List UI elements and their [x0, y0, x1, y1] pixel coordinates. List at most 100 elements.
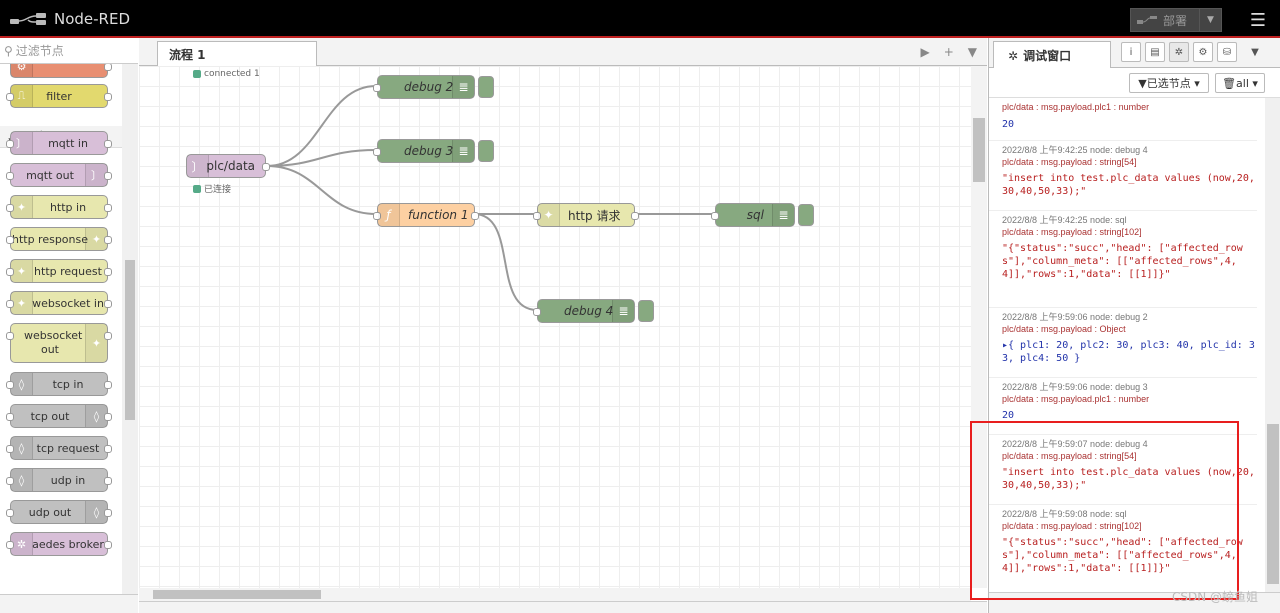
node-label: sql	[746, 208, 764, 222]
input-port	[6, 300, 14, 308]
input-port	[6, 204, 14, 212]
palette-node-udp-in[interactable]: ◊udp in	[6, 468, 112, 492]
workspace-tabs: 流程 1 ▶ + ▼	[139, 38, 987, 67]
search-icon: ⚲	[4, 43, 13, 58]
gear-icon[interactable]: ⚙	[1193, 42, 1213, 62]
input-port[interactable]	[533, 212, 541, 220]
flow-node-plc-data[interactable]: 〕 plc/data	[186, 154, 270, 178]
filter-nodes-button[interactable]: ▼已选节点 ▾	[1129, 73, 1209, 93]
filter-icon: ▼	[1138, 76, 1147, 90]
status-dot	[193, 70, 201, 78]
palette-node-mqtt-out[interactable]: 〕mqtt out	[6, 163, 112, 187]
palette-search-input[interactable]: ⚲ 过滤节点	[0, 38, 138, 64]
palette-node-label: mqtt out	[26, 168, 74, 182]
palette-node-aedes-broker[interactable]: ✲aedes broker	[6, 532, 112, 556]
debug-toggle-button[interactable]	[638, 300, 654, 322]
palette-node-http-request[interactable]: ✦http request	[6, 259, 112, 283]
bug-icon[interactable]: ✲	[1169, 42, 1189, 62]
chevron-down-icon[interactable]: ▼	[1199, 9, 1221, 31]
flow-node-http-request[interactable]: ✦ http 请求	[533, 203, 639, 227]
message-value[interactable]: 20	[1002, 118, 1015, 130]
canvas-horizontal-scrollbar[interactable]	[139, 588, 971, 601]
filter-node-icon: ⎍	[11, 85, 33, 107]
node-icon: ◊	[11, 469, 33, 491]
debug-filter-bar: ▼已选节点 ▾ 🗑all ▾	[989, 68, 1280, 98]
scrollbar-thumb[interactable]	[125, 260, 135, 420]
message-topic: plc/data : msg.payload.plc1 : number	[1002, 393, 1150, 404]
flow-node-function-1[interactable]: ƒ function 1	[373, 203, 479, 227]
chevron-down-icon[interactable]: ▼	[1251, 46, 1259, 58]
message-value[interactable]: "insert into test.plc_data values (now,2…	[1002, 467, 1255, 492]
palette-node-tcp-out[interactable]: ◊tcp out	[6, 404, 112, 428]
logo: Node-RED	[10, 9, 130, 29]
message-value[interactable]: "insert into test.plc_data values (now,2…	[1002, 173, 1255, 198]
input-port[interactable]	[711, 212, 719, 220]
palette-node-filter[interactable]: ⎍filter	[6, 84, 112, 108]
deploy-button[interactable]: 部署 ▼	[1130, 8, 1222, 32]
output-port[interactable]	[471, 212, 479, 220]
tab-menu-chevron-icon[interactable]: ▼	[967, 45, 977, 59]
flow-node-sql[interactable]: sql ≣	[711, 203, 814, 227]
debug-toggle-button[interactable]	[478, 140, 494, 162]
input-port[interactable]	[373, 212, 381, 220]
output-port[interactable]	[631, 212, 639, 220]
tab-flow-1[interactable]: 流程 1	[157, 41, 317, 67]
palette-node-tcp-request[interactable]: ◊tcp request	[6, 436, 112, 460]
flow-node-debug-4[interactable]: debug 4 ≣	[533, 299, 654, 323]
clear-messages-button[interactable]: 🗑all ▾	[1215, 73, 1265, 93]
debug-toggle-button[interactable]	[478, 76, 494, 98]
tab-debug[interactable]: ✲调试窗口	[993, 41, 1111, 69]
palette-node-http-in[interactable]: ✦http in	[6, 195, 112, 219]
sidebar-tabs: ✲调试窗口 i ▤ ✲ ⚙ ⛁ ▼	[989, 38, 1280, 69]
message-topic: plc/data : msg.payload : string[102]	[1002, 520, 1142, 531]
database-icon[interactable]: ⛁	[1217, 42, 1237, 62]
add-tab-icon[interactable]: +	[943, 45, 954, 59]
scrollbar-thumb[interactable]	[973, 118, 985, 182]
message-meta: 2022/8/8 上午9:42:25 node: debug 4	[1002, 145, 1148, 155]
message-value[interactable]: "{"status":"succ","head": ["affected_row…	[1002, 537, 1243, 575]
output-port[interactable]	[262, 163, 270, 171]
debug-toggle-button[interactable]	[798, 204, 814, 226]
palette-footer	[0, 594, 138, 613]
node-icon: ✦	[11, 260, 33, 282]
canvas-vertical-scrollbar[interactable]	[971, 66, 987, 588]
node-icon: ✦	[85, 324, 107, 362]
palette-node-cut[interactable]: ⚙	[10, 64, 112, 78]
input-port[interactable]	[373, 84, 381, 92]
info-icon[interactable]: i	[1121, 42, 1141, 62]
tab-scroll-right-icon[interactable]: ▶	[920, 45, 930, 59]
debug-scrollbar[interactable]	[1265, 98, 1280, 592]
message-value[interactable]: "{"status":"succ","head": ["affected_row…	[1002, 243, 1243, 281]
scrollbar-thumb[interactable]	[153, 590, 321, 599]
input-port[interactable]	[373, 148, 381, 156]
status-text: 已连接	[204, 185, 232, 195]
book-icon[interactable]: ▤	[1145, 42, 1165, 62]
palette-node-tcp-in[interactable]: ◊tcp in	[6, 372, 112, 396]
input-port	[6, 268, 14, 276]
palette-node-udp-out[interactable]: ◊udp out	[6, 500, 112, 524]
palette-node-label: http response	[11, 232, 89, 246]
palette-node-http-response[interactable]: ✦http response	[6, 227, 112, 251]
scrollbar-thumb[interactable]	[1267, 424, 1279, 584]
palette-node-websocket-in[interactable]: ✦websocket in	[6, 291, 112, 315]
chevron-down-icon: ▾	[1190, 76, 1200, 90]
menu-icon[interactable]: ☰	[1249, 9, 1267, 31]
flow-canvas[interactable]: connected 1 〕 plc/data 已连接 debug 2 ≣ deb…	[139, 66, 971, 588]
input-port	[6, 332, 14, 340]
flow-node-debug-3[interactable]: debug 3 ≣	[373, 139, 494, 163]
palette-node-mqtt-in[interactable]: 〕mqtt in	[6, 131, 112, 155]
message-value[interactable]: ▸{ plc1: 20, plc2: 30, plc3: 40, plc_id:…	[1002, 340, 1255, 365]
palette-node-websocket-out[interactable]: ✦websocket out	[6, 323, 112, 363]
flow-node-debug-2[interactable]: debug 2 ≣	[373, 75, 494, 99]
palette-scrollbar[interactable]	[122, 64, 138, 594]
input-port[interactable]	[533, 308, 541, 316]
message-value[interactable]: 20	[1002, 410, 1015, 422]
